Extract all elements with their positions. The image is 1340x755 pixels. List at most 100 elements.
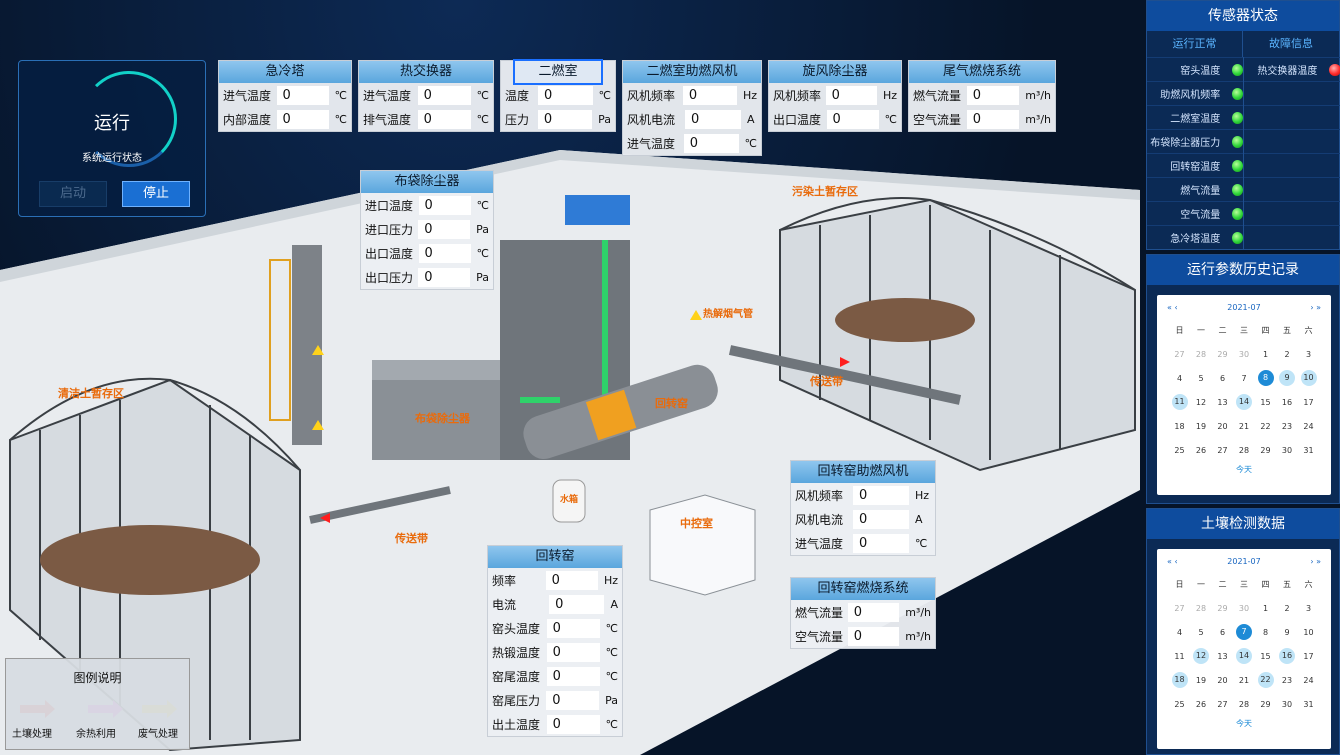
soil-next[interactable]: › » (1310, 557, 1321, 566)
cyclone-freq: 0 (825, 85, 877, 105)
panel-title: 回转窑助燃风机 (791, 461, 935, 483)
secfan-freq: 0 (682, 85, 737, 105)
plant-floor-illustration (0, 150, 1140, 755)
secfan-current: 0 (685, 109, 741, 129)
cyclone-outlet-temp: 0 (826, 109, 879, 129)
quench-inlet-temp: 0 (276, 85, 329, 105)
history-month: 2021-07 (1227, 303, 1261, 312)
status-ok-icon (1232, 207, 1243, 220)
status-ok-icon (1232, 183, 1243, 196)
secfan-inlet-temp: 0 (683, 133, 739, 153)
legend-gas: 废气处理 (138, 729, 178, 740)
sec-chamber-pressure: 0 (537, 109, 593, 129)
status-ring-icon (81, 71, 177, 167)
history-today[interactable]: 今天 (1236, 465, 1252, 474)
status-state: 运行 (94, 113, 130, 134)
bag-inlet-temp: 0 (418, 195, 471, 215)
legend: 图例说明 土壤处理 余热利用 废气处理 (5, 658, 190, 750)
status-caption: 系统运行状态 (82, 153, 142, 164)
panel-title: 回转窑 (488, 546, 622, 568)
soil-title: 土壤检测数据 (1147, 509, 1339, 539)
kilnburn-air-flow: 0 (847, 626, 900, 646)
start-button[interactable]: 启动 (39, 181, 107, 207)
col-normal: 运行正常 (1147, 31, 1243, 57)
legend-title: 图例说明 (73, 671, 122, 685)
sensor-row: 二燃室温度 (1147, 105, 1243, 129)
sensor-row: 燃气流量 (1147, 177, 1243, 201)
kiln-tail-temp: 0 (546, 666, 600, 686)
bag-outlet-temp: 0 (418, 243, 471, 263)
panel-title: 回转窑燃烧系统 (791, 578, 935, 600)
label-conveyor-left: 传送带 (395, 532, 428, 545)
legend-soil: 土壤处理 (12, 729, 52, 740)
status-ok-icon (1232, 111, 1243, 124)
panel-title: 二燃室助燃风机 (623, 61, 761, 83)
panel-title[interactable]: 二燃室 (513, 59, 603, 85)
tail-air-flow: 0 (966, 109, 1020, 129)
status-ok-icon (1232, 159, 1243, 172)
kiln-current: 0 (549, 594, 605, 614)
sensor-row: 回转窑温度 (1147, 153, 1243, 177)
history-title: 运行参数历史记录 (1147, 255, 1339, 285)
status-ok-icon (1232, 87, 1243, 100)
label-control-room: 中控室 (680, 517, 713, 530)
history-prev[interactable]: « ‹ (1167, 303, 1178, 312)
col-fault: 故障信息 (1269, 37, 1313, 50)
kiln-freq: 0 (545, 570, 598, 590)
hx-inlet-temp: 0 (417, 85, 471, 105)
plant-scene: 清洁土暂存区 污染土暂存区 布袋除尘器 回转窑 中控室 水箱 传送带 传送带 热… (0, 0, 1145, 755)
soil-prev[interactable]: « ‹ (1167, 557, 1178, 566)
legend-heat: 余热利用 (76, 729, 116, 740)
kilnburn-gas-flow: 0 (847, 602, 900, 622)
kiln-forge-temp: 0 (546, 642, 600, 662)
soil-month: 2021-07 (1227, 557, 1261, 566)
status-ok-icon (1232, 135, 1243, 148)
panel-title: 尾气燃烧系统 (909, 61, 1055, 83)
label-kiln: 回转窑 (655, 397, 688, 410)
panel-title: 布袋除尘器 (361, 171, 493, 193)
kilnfan-current: 0 (853, 509, 909, 529)
history-next[interactable]: › » (1310, 303, 1321, 312)
label-dirty-soil-area: 污染土暂存区 (792, 185, 858, 198)
label-conveyor-right: 传送带 (810, 375, 843, 388)
sensor-row: 空气流量 (1147, 201, 1243, 225)
bag-outlet-pressure: 0 (418, 267, 471, 287)
sensor-row: 急冷塔温度 (1147, 225, 1243, 249)
label-water-tank: 水箱 (560, 495, 579, 505)
soil-today[interactable]: 今天 (1236, 719, 1252, 728)
stop-button[interactable]: 停止 (122, 181, 190, 207)
sensor-row: 窑头温度 (1147, 57, 1243, 81)
label-pyrolysis-pipe: 热解烟气管 (703, 309, 753, 320)
hx-exhaust-temp: 0 (417, 109, 471, 129)
status-ok-icon (1232, 231, 1243, 244)
sensor-status-panel: 传感器状态 运行正常 故障信息 窑头温度 助燃风机频率 二燃室温度 布袋除尘器压… (1146, 0, 1340, 250)
sensor-row: 助燃风机频率 (1147, 81, 1243, 105)
status-fault-icon (1329, 63, 1340, 76)
kiln-discharge-temp: 0 (546, 714, 600, 734)
tail-gas-flow: 0 (966, 85, 1020, 105)
bag-inlet-pressure: 0 (418, 219, 471, 239)
kiln-head-temp: 0 (546, 618, 600, 638)
sec-chamber-temp: 0 (538, 85, 593, 105)
system-status-box: 运行 系统运行状态 启动 停止 (18, 60, 206, 217)
label-clean-soil-area: 清洁土暂存区 (58, 387, 124, 400)
panel-title: 旋风除尘器 (769, 61, 901, 83)
status-ok-icon (1232, 63, 1243, 76)
quench-inner-temp: 0 (276, 109, 329, 129)
panel-title: 急冷塔 (219, 61, 351, 83)
panel-title: 热交换器 (359, 61, 493, 83)
